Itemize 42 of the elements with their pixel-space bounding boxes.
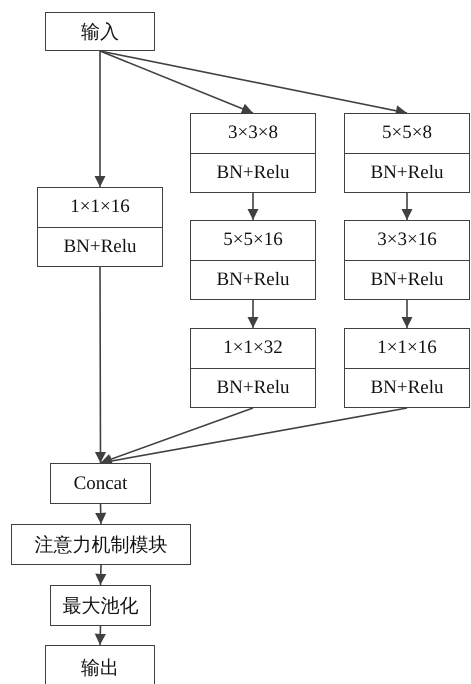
arrow	[94, 626, 106, 646]
box-sublabel: BN+Relu	[191, 152, 315, 192]
box-label: 5×5×16	[222, 228, 284, 252]
box-sublabel: BN+Relu	[191, 368, 315, 407]
box-label: 3×3×16	[376, 228, 438, 252]
process-box	[50, 463, 151, 504]
box-label: 最大池化	[62, 594, 140, 618]
layer-box	[344, 220, 470, 300]
box-label: 3×3×8	[227, 121, 279, 146]
arrow	[401, 193, 413, 220]
process-box	[45, 12, 155, 51]
layer-box	[190, 328, 316, 408]
box-label: 输入	[80, 20, 120, 44]
arrow	[100, 407, 254, 464]
layer-box	[190, 220, 316, 300]
arrow	[100, 50, 254, 114]
box-sublabel: BN+Relu	[191, 260, 315, 299]
box-label: 1×1×16	[376, 336, 438, 360]
layer-box	[190, 113, 316, 193]
box-sublabel: BN+Relu	[345, 368, 469, 407]
box-sublabel: BN+Relu	[345, 260, 469, 299]
box-sublabel: BN+Relu	[38, 226, 162, 266]
box-label: 注意力机制模块	[34, 534, 168, 558]
process-box	[11, 524, 191, 565]
arrow	[94, 51, 106, 187]
box-label: 5×5×8	[381, 121, 433, 146]
arrow	[401, 300, 413, 328]
arrow	[94, 267, 106, 463]
box-sublabel: BN+Relu	[345, 152, 469, 192]
arrow	[247, 300, 259, 328]
box-label: 1×1×32	[222, 336, 284, 360]
arrow	[95, 564, 106, 586]
layer-box	[37, 187, 163, 267]
box-label: Concat	[72, 472, 128, 496]
layer-box	[344, 113, 470, 193]
arrow	[247, 193, 259, 220]
box-label: 1×1×16	[69, 195, 131, 220]
process-box	[45, 645, 155, 684]
arrow	[95, 504, 106, 524]
process-box	[50, 585, 151, 626]
layer-box	[344, 328, 470, 408]
box-label: 输出	[80, 656, 120, 680]
